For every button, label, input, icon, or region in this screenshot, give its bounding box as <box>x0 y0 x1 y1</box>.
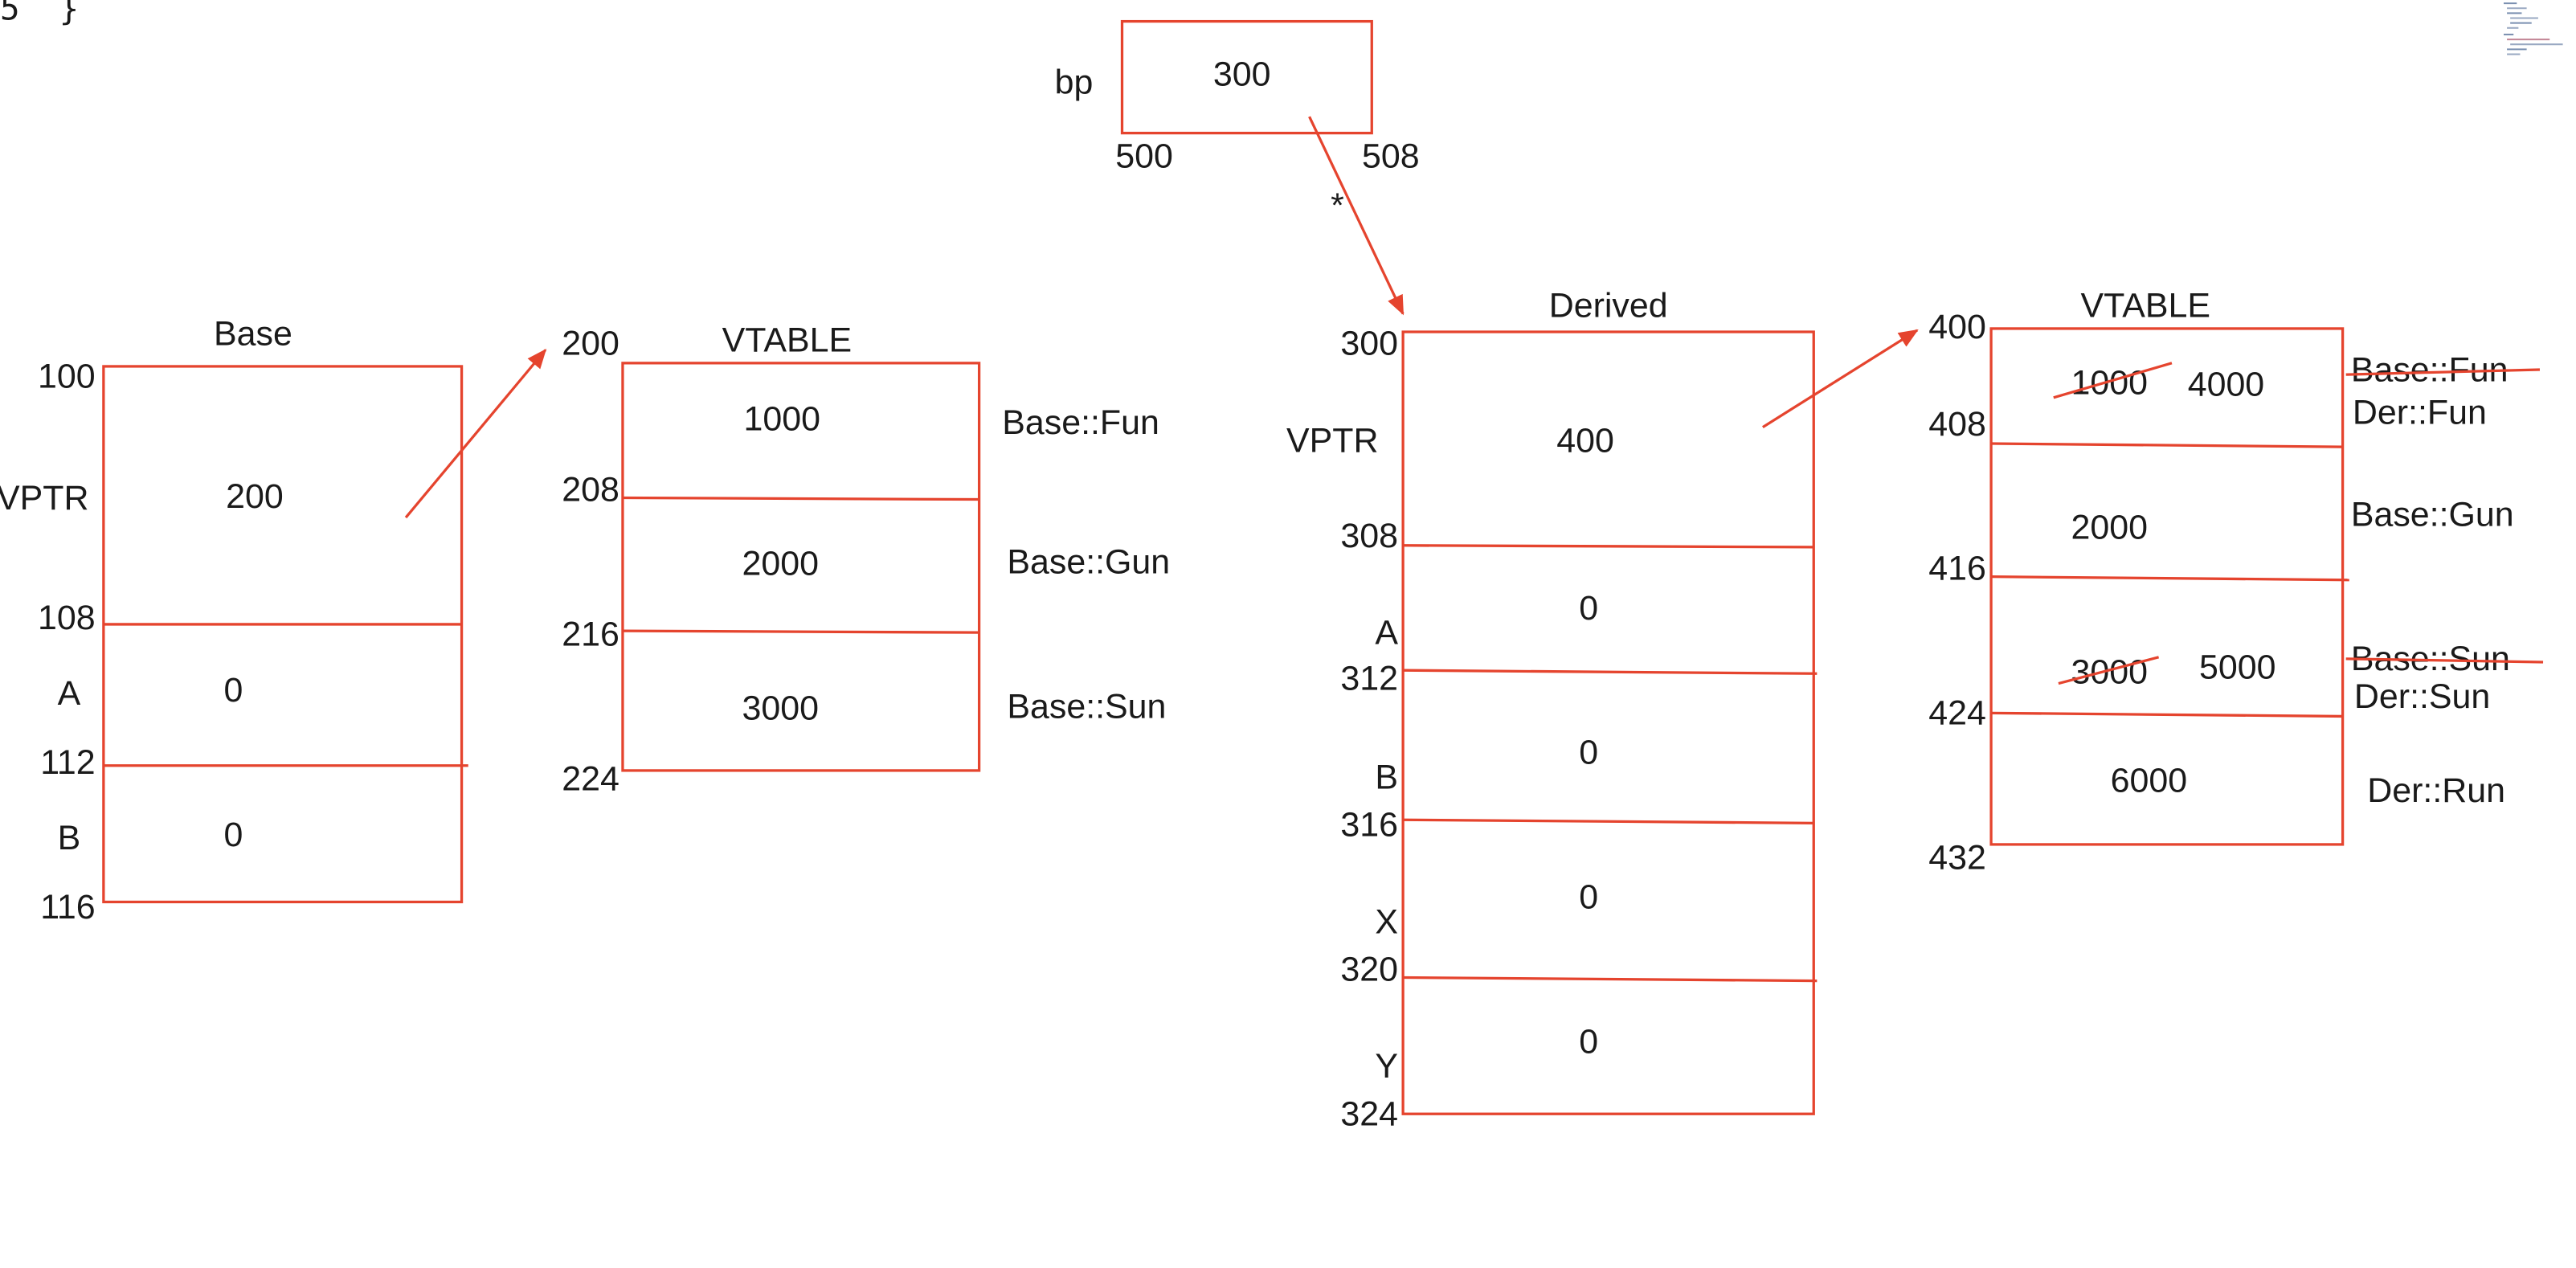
base-vtable-divider <box>622 629 979 634</box>
base-address: 100 <box>38 358 96 396</box>
derived-vtable-address: 408 <box>1928 405 1986 444</box>
base-field-name: A <box>58 674 81 713</box>
base-vtable-address: 208 <box>562 471 619 509</box>
derived-object-title: Derived <box>1549 287 1668 325</box>
base-vtable-address: 224 <box>562 759 619 798</box>
derived-field-name: B <box>1375 758 1398 796</box>
derived-vtable-function: Der::Fun <box>2353 393 2487 432</box>
pointer-bp: bp 300 500 508 * <box>1055 19 1420 316</box>
derived-field-value: 0 <box>1579 589 1598 628</box>
derived-field-value: 400 <box>1556 421 1614 460</box>
derived-vtable-address: 400 <box>1928 308 1986 346</box>
base-field-value: 200 <box>226 477 284 516</box>
editor-minimap <box>2503 2 2563 55</box>
derived-vptr-arrow <box>1762 329 1919 428</box>
derived-object-divider <box>1403 669 1818 675</box>
old-value-strikethrough <box>2053 362 2173 399</box>
derived-object-divider <box>1403 818 1814 824</box>
derived-address: 320 <box>1340 951 1398 989</box>
derived-vtable-old-value: 1000 <box>2071 364 2149 403</box>
derived-vtable-value: 6000 <box>2111 761 2188 800</box>
derived-vtable-address: 416 <box>1928 550 1986 588</box>
base-vtable-address: 200 <box>562 325 619 363</box>
derived-vtable-title: VTABLE <box>2081 287 2210 325</box>
pointer-end-address: 508 <box>1362 137 1420 176</box>
derived-vtable-value: 5000 <box>2199 648 2276 686</box>
base-vtable: VTABLE 200 208 216 224 1000 2000 3000 Ba… <box>562 321 1170 799</box>
derived-vtable-old-value: 3000 <box>2071 653 2149 692</box>
old-value-strikethrough <box>2058 656 2160 685</box>
base-vptr-arrow <box>404 348 547 519</box>
base-field-name: B <box>58 819 81 857</box>
base-vtable-function: Base::Gun <box>1007 543 1170 582</box>
base-address: 116 <box>40 888 95 926</box>
derived-vtable-divider <box>1991 575 2349 582</box>
pointer-value: 300 <box>1213 55 1271 93</box>
base-vtable-address: 216 <box>562 616 619 654</box>
derived-vtable-box <box>1989 327 2345 846</box>
derived-vtable-function: Der::Sun <box>2354 677 2490 716</box>
pointer-arrow <box>1308 116 1405 316</box>
code-line-number: 5 <box>0 0 20 28</box>
pointer-start-address: 500 <box>1115 137 1173 176</box>
derived-vtable-value: 4000 <box>2188 366 2265 404</box>
pointer-name: bp <box>1055 63 1094 102</box>
derived-address: 300 <box>1340 325 1398 363</box>
code-closing-brace: } <box>59 0 80 28</box>
base-vtable-divider <box>622 496 979 501</box>
base-object: Base 100 108 112 116 VPTR 200 A 0 B 0 <box>0 314 547 926</box>
pointer-arrow-label: * <box>1331 186 1344 225</box>
pointer-box <box>1120 19 1373 135</box>
derived-vtable-address: 432 <box>1928 839 1986 877</box>
base-field-name: VPTR <box>0 479 88 517</box>
derived-address: 316 <box>1340 806 1398 845</box>
derived-vtable-address: 424 <box>1928 694 1986 733</box>
base-vtable-value: 3000 <box>742 689 818 728</box>
base-object-box <box>102 365 464 904</box>
derived-field-value: 0 <box>1579 734 1598 772</box>
derived-object-box <box>1401 330 1815 1115</box>
derived-object-divider <box>1403 976 1818 983</box>
derived-vtable-value: 2000 <box>2071 509 2149 547</box>
base-vtable-title: VTABLE <box>722 321 852 360</box>
base-vtable-function: Base::Sun <box>1007 687 1166 726</box>
base-vtable-value: 2000 <box>742 545 818 583</box>
derived-field-value: 0 <box>1579 878 1598 917</box>
old-function-strikethrough <box>2345 657 2544 664</box>
derived-field-name: X <box>1375 902 1398 941</box>
base-address: 108 <box>38 599 96 637</box>
derived-field-name: A <box>1375 613 1398 652</box>
derived-field-value: 0 <box>1579 1023 1598 1061</box>
base-field-value: 0 <box>223 671 243 710</box>
derived-address: 308 <box>1340 517 1398 555</box>
derived-object: Derived 300 308 312 316 320 324 VPTR 400… <box>1286 287 1919 1134</box>
derived-field-name: VPTR <box>1286 421 1378 460</box>
derived-vtable: VTABLE 400 408 416 424 432 1000 4000 Bas… <box>1928 287 2544 877</box>
code-fragment: 5 } <box>0 0 79 28</box>
base-vtable-box <box>621 362 981 772</box>
derived-object-divider <box>1403 544 1814 549</box>
base-field-value: 0 <box>223 816 243 854</box>
derived-field-name: Y <box>1375 1047 1398 1086</box>
derived-vtable-function: Base::Gun <box>2351 495 2514 534</box>
derived-vtable-divider <box>1991 442 2343 448</box>
base-vtable-value: 1000 <box>744 400 821 439</box>
derived-vtable-divider <box>1991 711 2343 718</box>
derived-address: 312 <box>1340 660 1398 698</box>
base-vtable-function: Base::Fun <box>1002 403 1159 442</box>
derived-address: 324 <box>1340 1095 1398 1134</box>
base-address: 112 <box>40 743 95 782</box>
derived-vtable-function: Der::Run <box>2367 771 2505 810</box>
base-object-title: Base <box>214 314 292 353</box>
old-function-strikethrough <box>2345 368 2541 376</box>
